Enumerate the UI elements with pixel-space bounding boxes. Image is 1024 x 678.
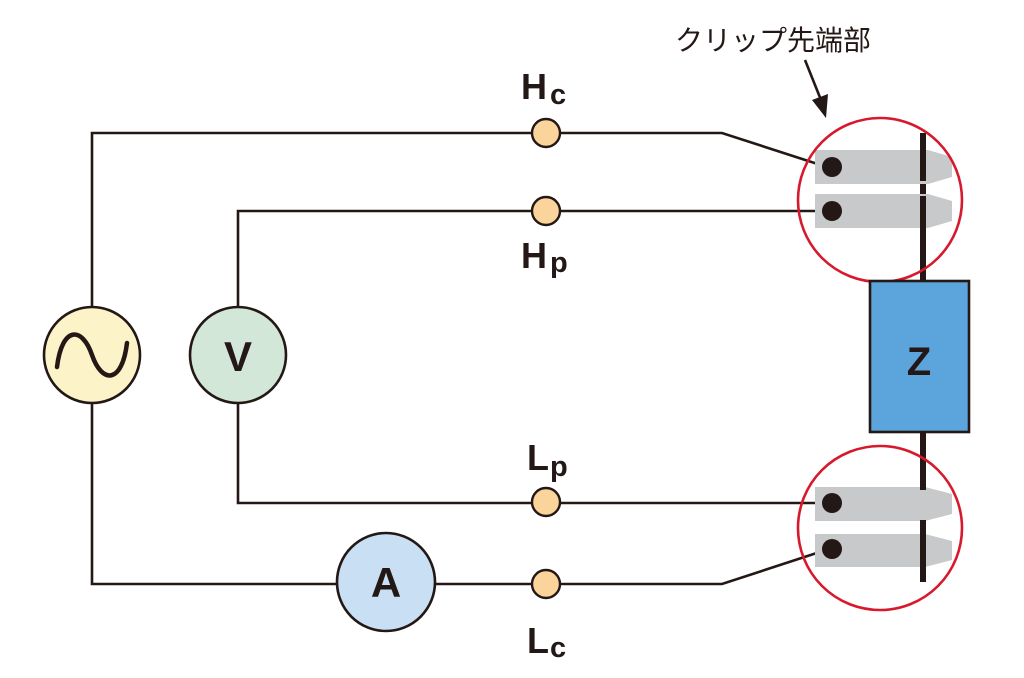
upper-clip [815, 133, 952, 281]
clip-jaw-top [815, 487, 952, 521]
clip-contact-dot [822, 157, 842, 177]
terminal-label-main: H [521, 235, 547, 276]
terminal-label-sub: p [550, 451, 568, 483]
terminal-label-hc: H c [521, 66, 566, 111]
impedance-box [868, 279, 971, 434]
annotation-arrow-icon [803, 59, 828, 118]
impedance-label: Z [907, 340, 931, 384]
lead-segment [920, 196, 926, 281]
sine-wave-icon [54, 332, 130, 378]
hp-wire [236, 209, 830, 307]
voltmeter-circle [188, 305, 288, 405]
terminal-label-main: H [521, 66, 547, 107]
lc-wire [90, 403, 833, 586]
ammeter-circle [335, 531, 437, 633]
clip-tip-highlight-lower [796, 444, 964, 612]
clip-contact-dot [822, 539, 842, 559]
hc-wire [90, 131, 831, 307]
terminal-label-sub: p [550, 247, 568, 279]
lead-segment [920, 520, 926, 582]
ammeter: A [335, 531, 437, 633]
ammeter-label: A [371, 559, 401, 606]
terminal-label-main: L [527, 620, 549, 661]
terminal-hp [530, 195, 562, 227]
terminal-label-hp: H p [521, 235, 568, 279]
clip-contact-dot [822, 493, 842, 513]
terminal-hc [530, 117, 562, 149]
clip-jaw-top [815, 150, 952, 184]
clip-jaw-bottom [815, 534, 952, 567]
clip-tip-annotation: クリップ先端部 [675, 24, 871, 57]
terminal-label-sub: c [550, 79, 566, 111]
lead-segment [920, 432, 926, 490]
voltmeter: V [188, 305, 288, 405]
lp-wire [236, 403, 830, 505]
clip-contact-dot [822, 201, 842, 221]
terminal-lp [530, 486, 562, 518]
terminal-lc [530, 568, 562, 600]
terminal-label-sub: c [550, 632, 566, 664]
ac-source [42, 305, 142, 405]
terminal-label-main: L [527, 437, 549, 478]
terminal-label-lp: L p [527, 437, 568, 483]
impedance-z: Z [868, 279, 971, 434]
lower-clip [815, 432, 952, 582]
terminal-label-lc: L c [527, 620, 566, 664]
clip-jaw-bottom [815, 194, 952, 228]
voltmeter-label: V [224, 333, 252, 380]
lead-segment [920, 133, 926, 181]
